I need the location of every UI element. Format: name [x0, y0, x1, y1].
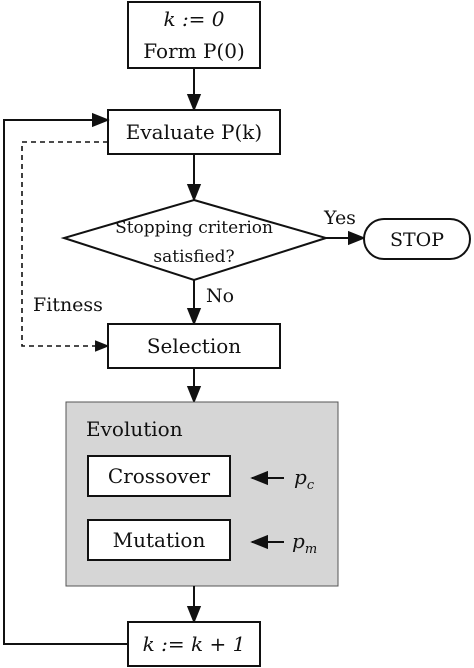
evolution-group: Evolution Crossover Mutation: [65, 401, 339, 587]
yes-label: Yes: [323, 207, 356, 229]
crossover-label: Crossover: [108, 464, 211, 488]
pm-symbol: pm: [292, 529, 317, 557]
init-line2: Form P(0): [143, 39, 245, 63]
evolution-title: Evolution: [86, 417, 183, 441]
stop-terminal: STOP: [363, 218, 471, 260]
mutation-label: Mutation: [113, 528, 206, 552]
increment-label: k := k + 1: [143, 632, 246, 656]
init-box: k := 0 Form P(0): [127, 1, 261, 69]
selection-box: Selection: [107, 323, 281, 369]
evaluate-box: Evaluate P(k): [107, 109, 281, 155]
no-label: No: [206, 285, 234, 307]
selection-label: Selection: [147, 334, 241, 358]
increment-box: k := k + 1: [127, 621, 261, 667]
decision-line2: satisfied?: [153, 247, 234, 267]
decision-diamond: Stopping criterion satisfied?: [60, 198, 330, 282]
fitness-dashed-line: [21, 141, 110, 352]
mutation-box: Mutation: [87, 519, 231, 561]
evaluate-label: Evaluate P(k): [126, 120, 262, 144]
stop-label: STOP: [390, 229, 444, 251]
init-line1: k := 0: [163, 7, 224, 31]
decision-line1: Stopping criterion: [115, 218, 273, 238]
fitness-label: Fitness: [33, 294, 103, 316]
loop-back-line: [3, 112, 128, 645]
crossover-box: Crossover: [87, 455, 231, 497]
